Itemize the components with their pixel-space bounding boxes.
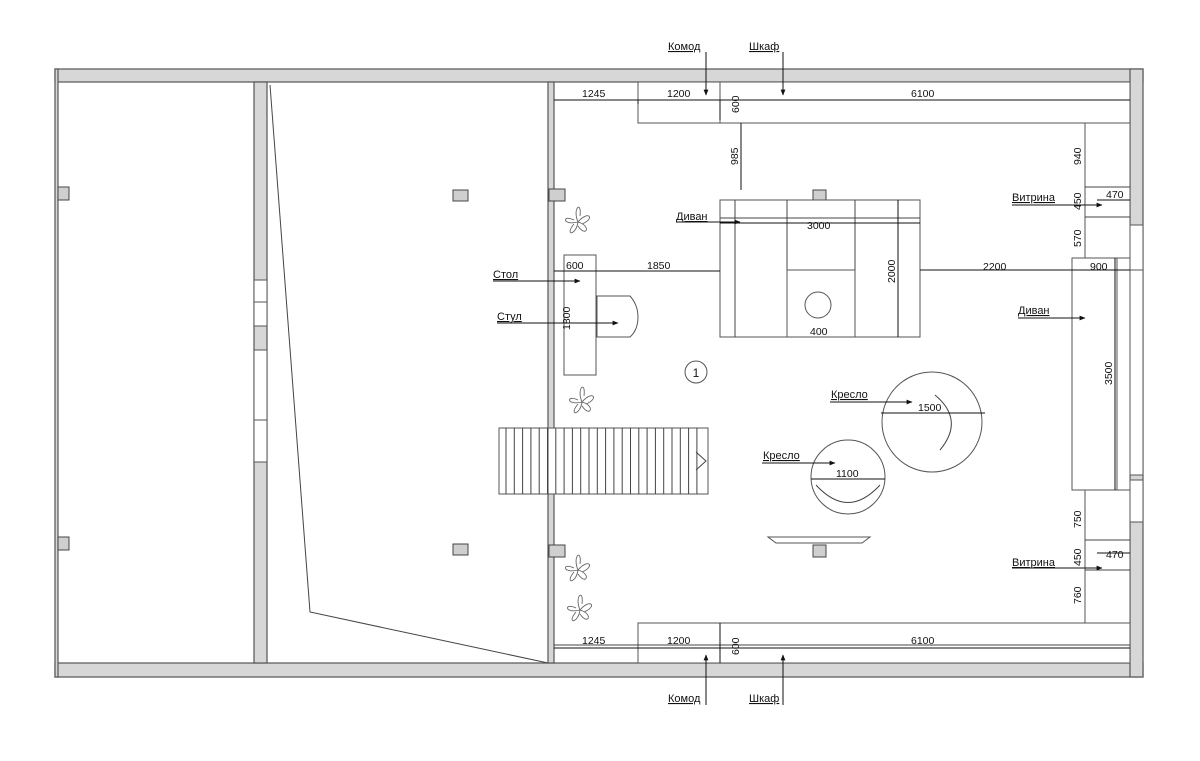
dim-bottom-1200: 1200 xyxy=(667,635,691,647)
columns xyxy=(57,186,827,558)
shkaf-top-label: Шкаф xyxy=(749,41,779,53)
dim-3500: 3500 xyxy=(1103,361,1115,385)
dim-450-top: 450 xyxy=(1072,192,1084,210)
stul-label: Стул xyxy=(497,311,522,323)
staircase xyxy=(498,427,709,495)
dim-2000: 2000 xyxy=(886,259,898,283)
komod-top-label: Комод xyxy=(668,41,701,53)
dim-450-bottom: 450 xyxy=(1072,548,1084,566)
dim-bottom-6100: 6100 xyxy=(911,635,935,647)
stol-label: Стол xyxy=(493,269,518,281)
armchairs xyxy=(810,371,983,515)
divan-right-label: Диван xyxy=(1018,305,1050,317)
plants xyxy=(565,206,594,622)
dim-top-600: 600 xyxy=(730,95,742,113)
dim-1500: 1500 xyxy=(918,402,942,414)
dim-top-1200: 1200 xyxy=(667,88,691,100)
ramp-outline xyxy=(269,84,549,664)
komod-bottom-label: Комод xyxy=(668,693,701,705)
right-sofa-back xyxy=(1116,257,1131,491)
dim-sofa-3000: 3000 xyxy=(807,220,831,232)
dim-600-table: 600 xyxy=(566,260,584,272)
dim-940: 940 xyxy=(1072,147,1084,165)
shkaf-bottom-label: Шкаф xyxy=(749,693,779,705)
dim-top-6100: 6100 xyxy=(911,88,935,100)
tv-unit xyxy=(766,536,872,544)
dim-985: 985 xyxy=(729,147,741,165)
divan-center-label: Диван xyxy=(676,211,708,223)
kreslo-1-label: Кресло xyxy=(831,389,868,401)
dim-470-top: 470 xyxy=(1106,189,1124,201)
dim-1800: 1800 xyxy=(561,306,573,330)
dim-1100: 1100 xyxy=(836,468,859,480)
kreslo-2-label: Кресло xyxy=(763,450,800,462)
leader-arrows xyxy=(493,52,1103,705)
bottom-storage xyxy=(554,622,1131,664)
desk-and-chair xyxy=(563,254,639,376)
dim-1850: 1850 xyxy=(647,260,671,272)
dim-top-1245: 1245 xyxy=(582,88,606,100)
right-vitrinas xyxy=(1084,122,1131,624)
right-sofa xyxy=(1071,257,1118,491)
dim-470-bottom: 470 xyxy=(1106,549,1124,561)
dim-750: 750 xyxy=(1072,510,1084,528)
dim-bottom-600: 600 xyxy=(730,637,742,655)
dim-900: 900 xyxy=(1090,261,1108,273)
vitrina-top-label: Витрина xyxy=(1012,192,1056,204)
top-storage xyxy=(554,81,1131,124)
dim-2200: 2200 xyxy=(983,261,1007,273)
dim-760: 760 xyxy=(1072,586,1084,604)
dimension-lines xyxy=(554,99,1130,663)
outer-walls xyxy=(54,68,1144,678)
room-number-marker xyxy=(684,360,708,384)
dim-400: 400 xyxy=(810,326,828,338)
room-number: 1 xyxy=(693,366,700,380)
vitrina-bottom-label: Витрина xyxy=(1012,557,1056,569)
dim-570: 570 xyxy=(1072,229,1084,247)
dim-bottom-1245: 1245 xyxy=(582,635,606,647)
